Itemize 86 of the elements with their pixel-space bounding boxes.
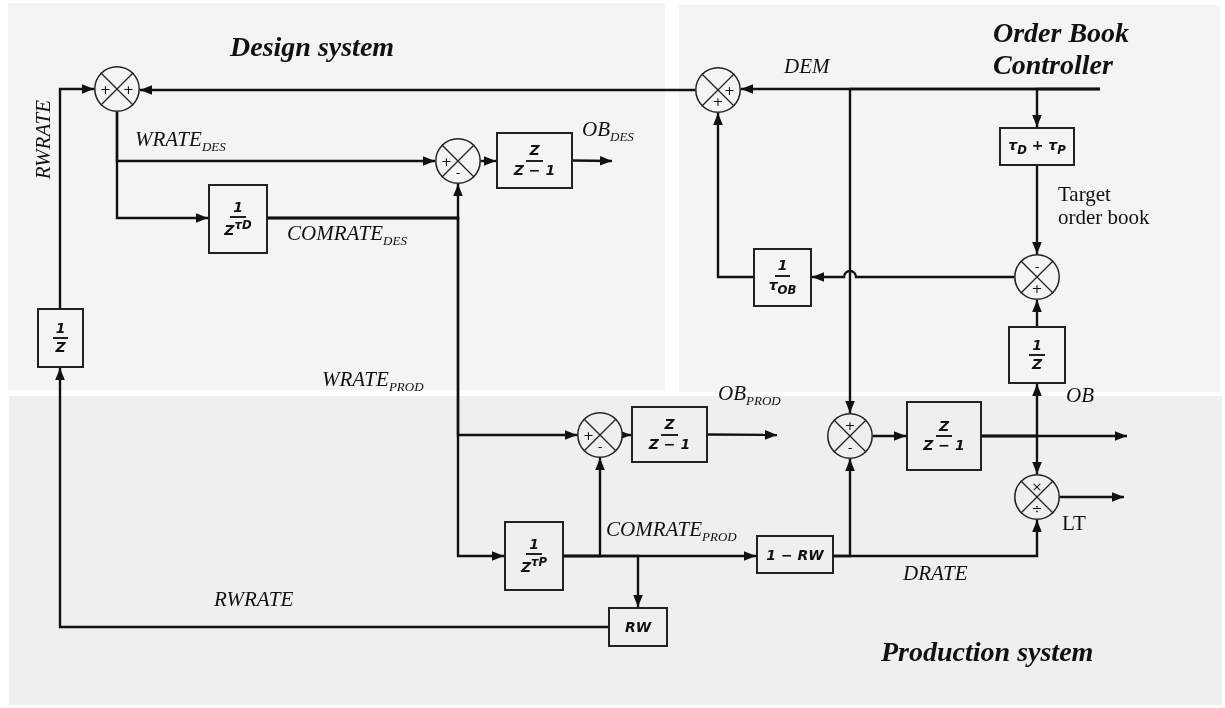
denominator: Z − 1 — [922, 437, 966, 454]
arrow — [58, 84, 94, 308]
arrow — [812, 269, 1014, 282]
transfer-function-box — [608, 607, 668, 647]
transfer-function-box — [496, 132, 573, 189]
arrow — [845, 87, 1100, 413]
numerator: 1 — [774, 258, 791, 277]
junction-sign: - — [847, 440, 853, 454]
signal-label: Target order book — [1058, 183, 1151, 230]
junction-sign: - — [597, 439, 603, 453]
numerator: Z — [661, 417, 678, 436]
junction-sign: + — [441, 154, 452, 168]
junction-sign: × — [1031, 479, 1043, 493]
arrow — [573, 156, 612, 166]
numerator: Z — [935, 418, 953, 437]
signal-label: COMRATE$_{DES}$ — [287, 222, 407, 249]
arrow — [481, 156, 496, 166]
junction-sign: + — [724, 83, 735, 97]
transfer-function-box — [631, 406, 708, 463]
junction-sign: + — [123, 82, 134, 96]
signal-label: WRATE$_{DES}$ — [135, 128, 226, 155]
denominator: Z — [54, 339, 67, 356]
transfer-function-box — [37, 308, 84, 368]
region-title: Design system — [230, 31, 396, 64]
denominator: Z$^{τP}$ — [519, 555, 549, 576]
junction-sign: + — [712, 94, 724, 108]
arrow — [834, 520, 1042, 558]
numerator: 1 — [52, 320, 69, 339]
transfer-function-box — [1008, 326, 1066, 384]
junction-sign: - — [455, 165, 461, 179]
summing-junction — [695, 67, 741, 113]
signal-label: LT — [1062, 512, 1087, 536]
signal-label: DEM — [784, 55, 830, 79]
system-region — [8, 3, 665, 390]
arrow — [713, 113, 753, 279]
denominator: Z$^{τD}$ — [223, 218, 253, 239]
arrow — [564, 554, 643, 607]
junction-sign: - — [1034, 259, 1040, 273]
denominator: Z − 1 — [512, 161, 557, 178]
numerator: Z — [526, 143, 543, 162]
summing-junction — [1014, 474, 1060, 520]
junction-sign: + — [844, 418, 856, 432]
signal-label: OB$_{PROD}$ — [718, 382, 781, 409]
denominator: τ$_{OB}$ — [767, 276, 798, 297]
region-title: Order Book Controller — [993, 17, 1131, 82]
signal-label: OB — [1066, 384, 1094, 408]
transfer-function-box — [999, 127, 1075, 166]
junction-sign: + — [1031, 281, 1043, 295]
region-title: Production system — [881, 636, 1095, 669]
numerator: 1 — [1029, 337, 1045, 356]
signal-label: RWRATE — [214, 588, 294, 612]
arrow — [708, 430, 777, 440]
signal-label: OB$_{DES}$ — [582, 118, 634, 145]
arrow — [115, 112, 208, 223]
signal-label: DRATE — [903, 562, 968, 586]
junction-sign: + — [583, 428, 594, 442]
signal-label: RWRATE — [32, 100, 56, 180]
transfer-function-box — [208, 184, 268, 254]
junction-sign: ÷ — [1031, 501, 1043, 515]
summing-junction — [94, 66, 140, 112]
denominator: Z — [1030, 356, 1044, 373]
summing-junction — [577, 412, 623, 458]
junction-sign: + — [100, 82, 111, 96]
transfer-function-box — [753, 248, 812, 307]
arrow — [268, 216, 504, 561]
block-gain: τ$_{D}$ + τ$_{P}$ — [1008, 136, 1066, 157]
transfer-function-box — [906, 401, 982, 471]
summing-junction — [1014, 254, 1060, 300]
block-gain: 1 − RW — [766, 546, 824, 563]
numerator: 1 — [230, 199, 246, 219]
block-gain: RW — [624, 619, 652, 635]
denominator: Z − 1 — [647, 435, 692, 452]
summing-junction — [435, 138, 481, 184]
transfer-function-box — [756, 535, 834, 574]
summing-junction — [827, 413, 873, 459]
signal-label: WRATE$_{PROD}$ — [322, 368, 424, 395]
arrow — [982, 434, 1042, 474]
signal-label: COMRATE$_{PROD}$ — [606, 518, 737, 545]
arrow — [1060, 492, 1124, 502]
transfer-function-box — [504, 521, 564, 591]
arrow — [1032, 300, 1042, 326]
arrow — [1032, 166, 1042, 254]
arrow — [140, 85, 695, 95]
arrow — [55, 368, 608, 629]
arrow — [873, 431, 906, 441]
numerator: 1 — [526, 536, 542, 556]
